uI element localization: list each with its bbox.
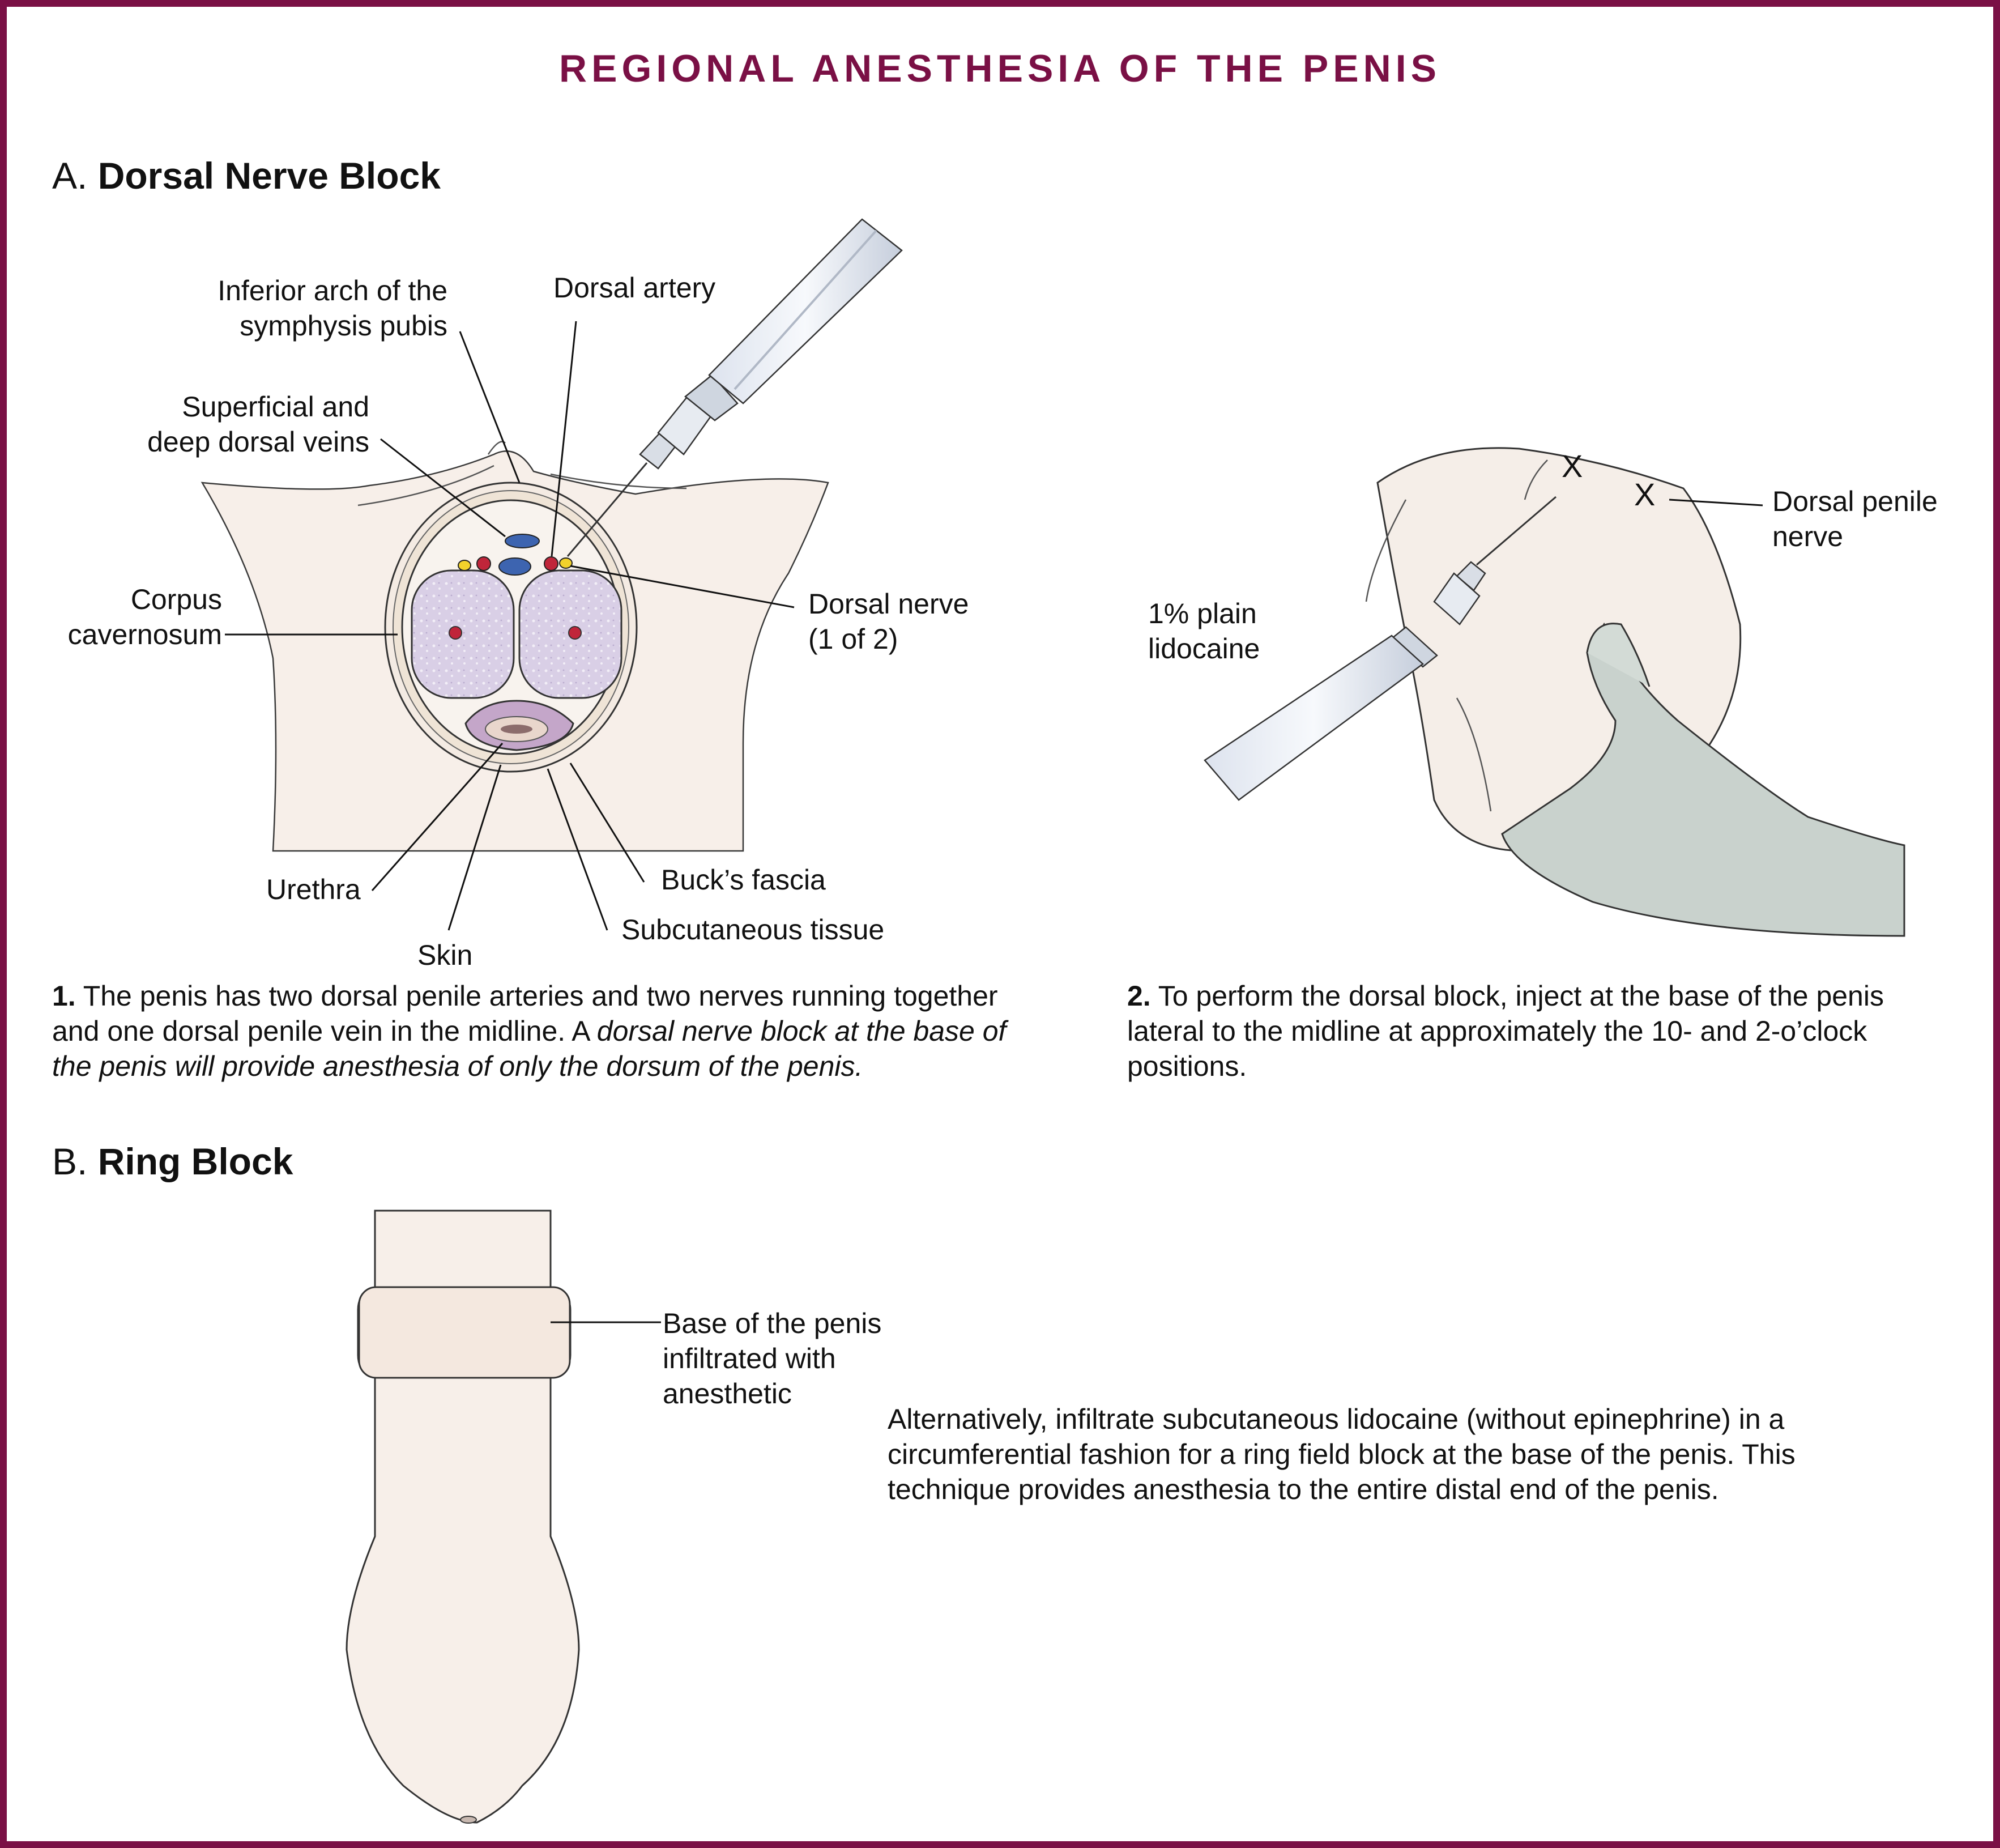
- section-a-heading: A. Dorsal Nerve Block: [52, 154, 441, 197]
- superficial-dorsal-vein: [505, 534, 540, 548]
- section-a-letter: A.: [52, 155, 88, 197]
- label-skin: Skin: [417, 939, 473, 971]
- dorsal-nerve-right: [559, 557, 573, 569]
- label-base-infiltrated: Base of the penis infiltrated with anest…: [663, 1308, 882, 1410]
- label-bucks-fascia: Buck’s fascia: [661, 864, 826, 896]
- label-dorsal-artery: Dorsal artery: [553, 272, 716, 304]
- ring-block-illustration: [346, 1210, 661, 1824]
- label-subcutaneous: Subcutaneous tissue: [621, 914, 885, 946]
- step-2-body: To perform the dorsal block, inject at t…: [1127, 980, 1884, 1082]
- injection-mark-1: X: [1562, 448, 1583, 484]
- gloved-hand: [1501, 622, 1905, 937]
- figure-title: REGIONAL ANESTHESIA OF THE PENIS: [559, 47, 1441, 90]
- deep-dorsal-vein: [498, 557, 531, 576]
- step-1-body: The penis has two dorsal penile arteries…: [52, 980, 998, 1047]
- label-dorsal-nerve: Dorsal nerve (1 of 2): [808, 588, 969, 655]
- label-superficial-veins: Superficial and deep dorsal veins: [147, 391, 369, 458]
- syringe-a1: [566, 218, 903, 557]
- label-lidocaine: 1% plain lidocaine: [1148, 598, 1260, 665]
- injection-illustration: [1204, 447, 1905, 937]
- label-dorsal-penile-nerve: Dorsal penile nerve: [1772, 486, 1938, 552]
- section-b-heading: B. Ring Block: [52, 1140, 293, 1183]
- section-b-letter: B.: [52, 1140, 88, 1182]
- illustrations: [201, 218, 1905, 1824]
- step-1-text: 1. The penis has two dorsal penile arter…: [52, 978, 1015, 1084]
- infiltrated-base-ring: [358, 1286, 571, 1379]
- label-corpus-cavernosum: Corpus cavernosum: [67, 584, 222, 650]
- step-2-number: 2.: [1127, 980, 1151, 1012]
- leader-lines-a1: [225, 321, 795, 931]
- cross-section-illustration: [201, 218, 903, 852]
- injection-mark-2: X: [1634, 476, 1656, 512]
- dorsal-nerve-left: [458, 560, 471, 571]
- corpus-cavernosum-left: [411, 569, 515, 699]
- step-1-italic: dorsal nerve block at the base of the pe…: [52, 1015, 1007, 1082]
- label-urethra: Urethra: [266, 874, 361, 905]
- step-1-number: 1.: [52, 980, 76, 1012]
- dorsal-artery-left: [476, 556, 491, 571]
- section-a-name: Dorsal Nerve Block: [97, 155, 441, 197]
- dorsal-artery-right: [544, 556, 558, 571]
- label-inferior-arch: Inferior arch of the symphysis pubis: [218, 275, 447, 342]
- ring-block-description: Alternatively, infiltrate subcutaneous l…: [888, 1403, 1796, 1505]
- section-b-name: Ring Block: [97, 1140, 293, 1182]
- syringe-a2: [1204, 496, 1556, 801]
- step-2-text: 2. To perform the dorsal block, inject a…: [1127, 978, 1965, 1084]
